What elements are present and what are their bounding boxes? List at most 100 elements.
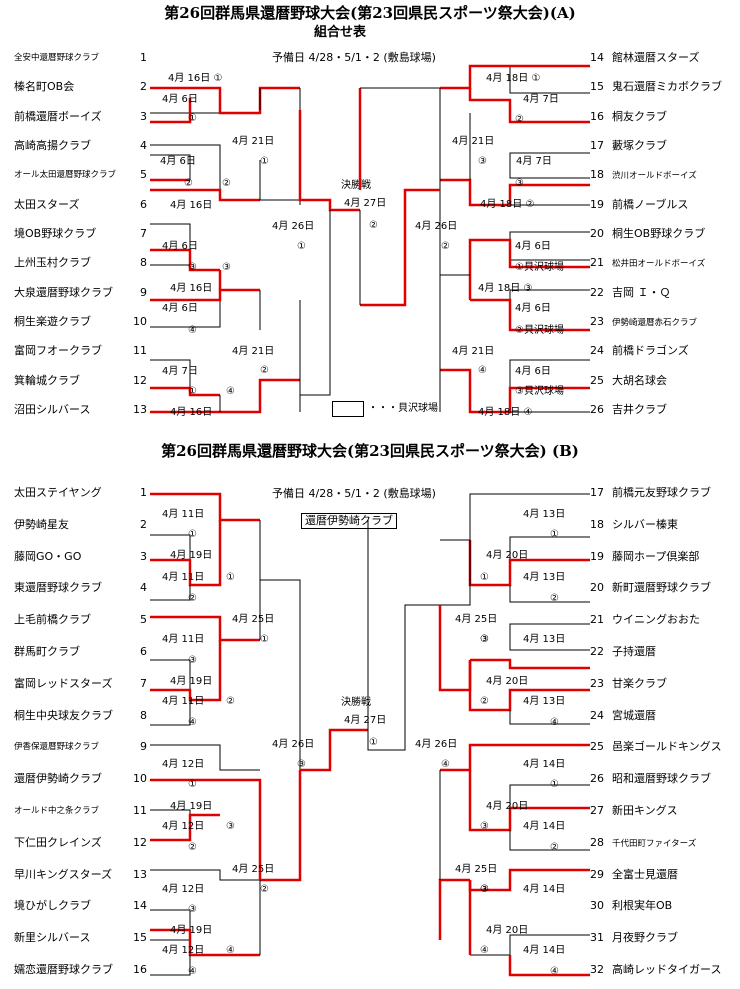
team-number: 7 <box>140 676 147 690</box>
team-name: 邑楽ゴールドキングス <box>612 740 722 754</box>
right-round-label: ③貝沢球場 <box>515 386 564 397</box>
winner-line <box>150 378 300 414</box>
left-round-label: ① <box>260 634 269 645</box>
left-round-label: ④ <box>226 945 235 956</box>
left-round-label: 4月 6日 <box>160 156 196 167</box>
team-number: 12 <box>133 373 147 387</box>
right-round-label: 4月 18日 ④ <box>478 407 533 418</box>
right-round-label: ③ <box>478 156 487 167</box>
winner-line <box>150 615 260 642</box>
team-name: 全安中還暦野球クラブ <box>14 53 100 63</box>
team-number: 11 <box>133 344 147 358</box>
right-round-label: 4月 13日 <box>523 696 566 707</box>
legend-text-a: ・・・貝沢球場 <box>368 403 438 414</box>
team-number: 22 <box>590 645 604 658</box>
team-number: 20 <box>590 227 604 240</box>
right-round-label: 4月 21日 <box>452 136 495 147</box>
left-round-label: 4月 26日 <box>272 221 315 232</box>
right-round-label: ③ <box>480 634 489 645</box>
winner-line <box>150 98 192 124</box>
team-number: 16 <box>133 963 147 976</box>
right-round-label: ③ <box>480 884 489 895</box>
left-round-label: ② <box>226 696 235 707</box>
team-number: 14 <box>133 899 147 913</box>
winner-line <box>440 368 590 414</box>
bracket-line <box>440 540 471 606</box>
team-name: 箕輪城クラブ <box>14 373 80 387</box>
team-name: 伊勢崎星友 <box>14 517 69 531</box>
left-round-label: 4月 21日 <box>232 346 275 357</box>
right-round-label: 4月 13日 <box>523 572 566 583</box>
left-round-label: ① <box>260 156 269 167</box>
team-number: 11 <box>133 804 147 817</box>
winner-line <box>150 386 220 397</box>
left-round-label: ② <box>188 593 197 604</box>
team-name: 全富士見還暦 <box>612 867 678 881</box>
team-number: 16 <box>590 109 604 123</box>
right-round-label: ① <box>550 779 559 790</box>
winner-line <box>150 188 260 202</box>
team-name: 早川キングスターズ <box>14 867 113 881</box>
winner-line <box>150 86 300 115</box>
right-round-label: 4月 20日 <box>486 801 529 812</box>
team-number: 13 <box>133 867 147 881</box>
winner-line <box>150 928 260 957</box>
team-name: 太田ステイヤング <box>14 486 102 499</box>
winner-line <box>438 878 470 940</box>
reserve-date-b: 予備日 4/28・5/1・2 (敷島球場) <box>272 487 436 500</box>
team-number: 3 <box>140 549 147 563</box>
team-number: 25 <box>590 740 604 754</box>
left-round-label: ③ <box>222 262 231 273</box>
left-round-label: ④ <box>188 966 197 977</box>
team-name: 伊香保還暦野球クラブ <box>14 742 100 753</box>
team-number: 26 <box>590 403 604 416</box>
team-name: 伊勢崎還暦赤石クラブ <box>612 318 698 328</box>
bracket-line <box>509 710 590 725</box>
team-name: 新里シルバース <box>14 931 91 945</box>
winner-line <box>298 110 360 212</box>
team-name: 千代田町ファイターズ <box>612 838 697 849</box>
left-round-label: ④ <box>188 325 197 336</box>
right-round-label: ③ <box>480 821 489 832</box>
winner-line <box>438 605 472 692</box>
team-number: 4 <box>140 139 147 152</box>
team-name: 藤岡ホープ倶楽部 <box>612 549 700 563</box>
team-name: 新田キングス <box>612 804 678 817</box>
right-round-label: ②貝沢球場 <box>515 325 564 336</box>
final-label-a: 決勝戦 <box>341 180 371 191</box>
left-round-label: ② <box>184 178 193 189</box>
left-round-label: ② <box>188 842 197 853</box>
left-round-label: 4月 11日 <box>162 634 205 645</box>
left-round-label: ① <box>188 779 197 790</box>
team-name: 境ひがしクラブ <box>14 899 91 913</box>
left-round-label: 4月 25日 <box>232 614 275 625</box>
team-number: 26 <box>590 772 604 786</box>
bracket-line <box>260 579 301 770</box>
left-round-label: 4月 12日 <box>162 945 205 956</box>
left-round-label: ① <box>226 572 235 583</box>
winner-line <box>360 188 440 307</box>
left-round-label: ③ <box>188 904 197 915</box>
team-name: 嬬恋還暦野球クラブ <box>14 963 113 976</box>
team-name: 館林還暦スターズ <box>612 51 700 64</box>
left-round-label: 4月 19日 <box>170 550 213 561</box>
team-number: 19 <box>590 197 604 211</box>
left-round-label: ② <box>260 365 269 376</box>
legend-box-a <box>332 401 364 417</box>
left-round-label: ③ <box>188 262 197 273</box>
team-number: 19 <box>590 549 604 563</box>
right-round-label: 4月 20日 <box>486 676 529 687</box>
team-number: 24 <box>590 344 604 358</box>
winner-line <box>150 248 220 272</box>
bracket-line <box>150 700 191 726</box>
team-number: 17 <box>590 486 604 499</box>
left-round-label: 4月 11日 <box>162 572 205 583</box>
team-name: 前橋ドラゴンズ <box>612 344 689 358</box>
right-round-label: ② <box>441 241 450 252</box>
team-name: 昭和還暦野球クラブ <box>612 772 711 786</box>
left-round-label: 4月 19日 <box>170 676 213 687</box>
left-round-label: ④ <box>226 386 235 397</box>
right-round-label: ② <box>480 696 489 707</box>
team-number: 4 <box>140 581 147 595</box>
